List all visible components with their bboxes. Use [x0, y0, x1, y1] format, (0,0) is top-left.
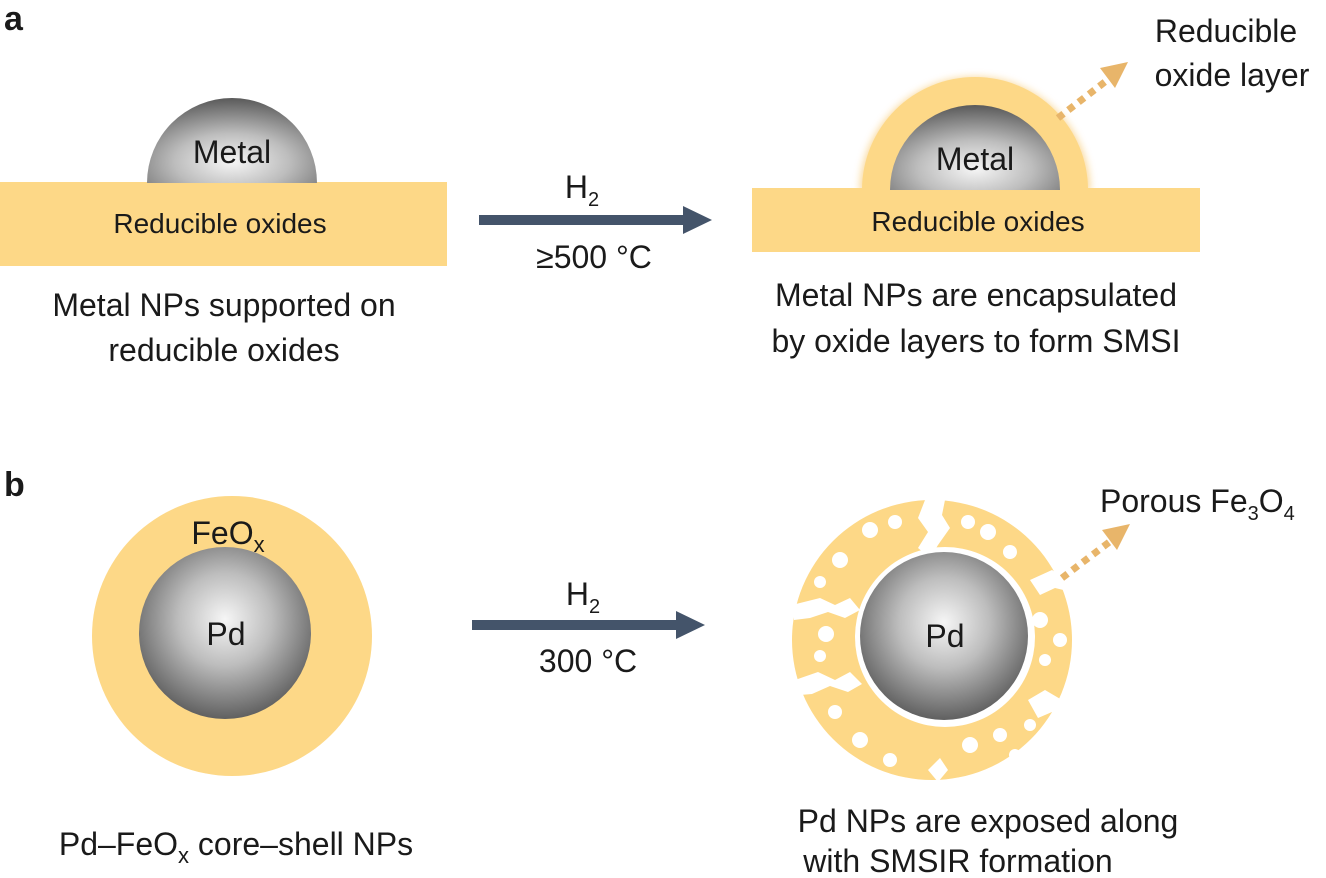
- arrow-shaft: [472, 620, 680, 630]
- pore: [993, 728, 1007, 742]
- pore: [832, 552, 848, 568]
- metal-nanoparticle: [147, 98, 317, 183]
- pore: [862, 522, 878, 538]
- pore: [828, 705, 842, 719]
- metal-label: Metal: [936, 141, 1014, 177]
- caption-line2: with SMSIR formation: [802, 843, 1112, 878]
- metal-nanoparticle: [890, 105, 1060, 190]
- caption-line1: Metal NPs are encapsulated: [775, 277, 1177, 313]
- pore: [962, 737, 978, 753]
- reducible-oxide-support: [752, 188, 1200, 252]
- caption-line1: Metal NPs supported on: [52, 287, 395, 323]
- panel-b-right: Pd Porous Fe3O4 Pd NPs are exposed along…: [792, 483, 1295, 878]
- pore: [1024, 719, 1036, 731]
- caption-line2: by oxide layers to form SMSI: [771, 323, 1180, 359]
- pore: [814, 576, 826, 588]
- arrow-bottom-label: ≥500 °C: [536, 239, 652, 275]
- crack: [928, 758, 948, 782]
- callout-line1: Reducible: [1155, 13, 1297, 49]
- arrow-head: [676, 611, 705, 639]
- callout-dotted-line: [1059, 537, 1115, 581]
- crack: [918, 500, 950, 558]
- caption-line2: reducible oxides: [108, 332, 339, 368]
- pore: [818, 626, 834, 642]
- pore: [980, 524, 996, 540]
- panel-label-b: b: [4, 466, 25, 504]
- crack: [792, 598, 860, 620]
- metal-label: Metal: [193, 134, 271, 170]
- crack: [795, 672, 862, 695]
- arrow-head: [683, 206, 712, 234]
- pore: [814, 650, 826, 662]
- caption-line1: Pd NPs are exposed along: [798, 803, 1179, 839]
- callout-line2: oxide layer: [1155, 57, 1310, 93]
- pore: [1009, 749, 1021, 761]
- support-label: Reducible oxides: [871, 206, 1084, 237]
- callout-dotted-line: [1055, 75, 1113, 121]
- pd-core: [860, 552, 1028, 720]
- core-label: Pd: [206, 616, 245, 652]
- callout-arrow-head: [1100, 62, 1128, 88]
- panel-a-left: Metal Reducible oxides Metal NPs support…: [0, 98, 447, 368]
- pore: [1032, 612, 1048, 628]
- callout-arrow-head: [1102, 524, 1130, 550]
- pore: [1003, 545, 1017, 559]
- pore: [1053, 633, 1067, 647]
- arrow-top-label: H2: [566, 576, 600, 618]
- pore: [852, 732, 868, 748]
- support-label: Reducible oxides: [113, 208, 326, 239]
- panel-b-left: FeOx Pd Pd–FeOx core–shell NPs: [59, 496, 413, 868]
- panel-a-right: Metal Reducible oxides Reducible oxide l…: [752, 13, 1310, 359]
- arrow-top-label: H2: [565, 169, 599, 211]
- panel-b-reaction-arrow: H2 300 °C: [472, 576, 705, 679]
- pd-core: [139, 547, 311, 719]
- callout-label: Porous Fe3O4: [1100, 483, 1295, 525]
- shell-pores: [814, 515, 1067, 767]
- reducible-oxide-support: [0, 182, 447, 266]
- panel-a-reaction-arrow: H2 ≥500 °C: [479, 169, 712, 275]
- pore: [883, 753, 897, 767]
- shell-label: FeOx: [191, 515, 264, 557]
- crack: [1028, 690, 1070, 718]
- pore: [888, 515, 902, 529]
- pore: [961, 515, 975, 529]
- arrow-bottom-label: 300 °C: [539, 643, 637, 679]
- core-label: Pd: [925, 618, 964, 654]
- shell-cracks: [792, 500, 1072, 782]
- pore: [1039, 654, 1051, 666]
- panel-label-a: a: [4, 0, 24, 38]
- caption: Pd–FeOx core–shell NPs: [59, 826, 413, 868]
- arrow-shaft: [479, 215, 687, 225]
